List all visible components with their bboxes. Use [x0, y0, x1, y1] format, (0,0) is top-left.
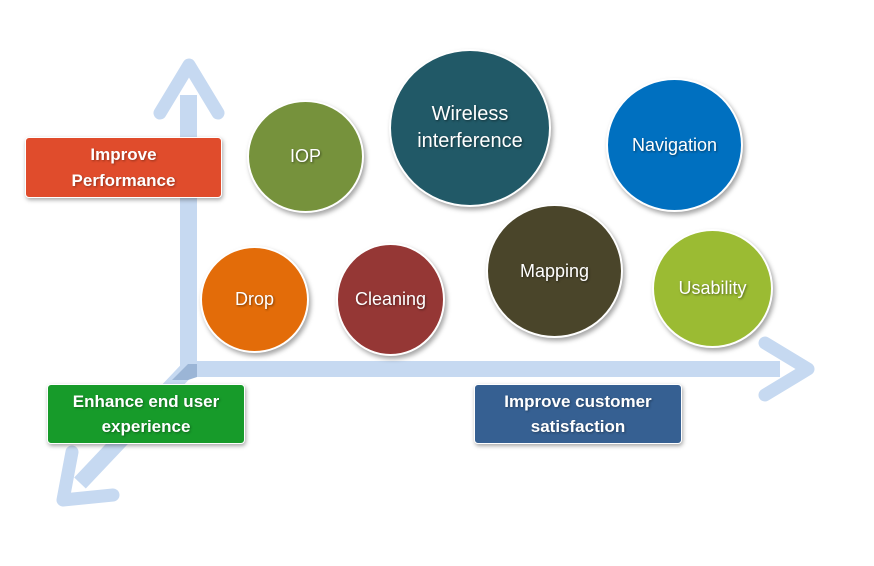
bubble-iop: IOP	[247, 100, 364, 213]
z-axis-arrowhead	[56, 445, 120, 507]
x-axis-label: Improve customer satisfaction	[474, 384, 682, 444]
x-axis-arrowhead	[758, 336, 815, 402]
bubble-mapping: Mapping	[486, 204, 623, 338]
y-axis-arrowhead	[153, 58, 225, 120]
x-axis-shaft	[180, 361, 780, 377]
bubble-usability: Usability	[652, 229, 773, 348]
bubble-wireless-interference: Wireless interference	[389, 49, 551, 207]
y-axis-label: Improve Performance	[25, 137, 222, 198]
bubble-cleaning: Cleaning	[336, 243, 445, 356]
axis-origin	[172, 364, 197, 380]
bubble-drop: Drop	[200, 246, 309, 353]
z-axis-label: Enhance end user experience	[47, 384, 245, 444]
bubble-navigation: Navigation	[606, 78, 743, 212]
